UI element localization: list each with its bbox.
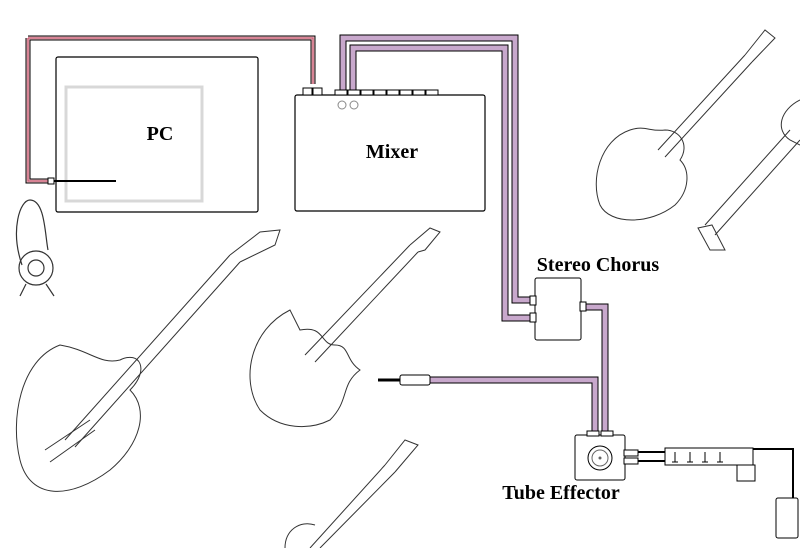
tube-effector: Tube Effector xyxy=(502,430,639,504)
stratocaster-guitar-icon xyxy=(249,227,441,428)
tube-label: Tube Effector xyxy=(502,482,620,504)
sg-guitar-icon xyxy=(697,99,800,251)
pc-label: PC xyxy=(147,123,174,145)
bass-guitar-icon xyxy=(15,229,281,492)
telecaster-guitar-icon xyxy=(284,439,419,548)
headphones-icon xyxy=(15,199,55,297)
les-paul-guitar-icon xyxy=(595,29,776,221)
guitar-cable-plug-icon xyxy=(378,374,431,386)
mixer: Mixer xyxy=(294,87,486,212)
stereo-chorus: Stereo Chorus xyxy=(529,254,660,341)
pc: PC xyxy=(47,56,259,213)
pc-mixer-cable xyxy=(25,35,316,184)
mixer-label: Mixer xyxy=(366,141,418,163)
microphone-cable-icon xyxy=(638,447,799,539)
chorus-label: Stereo Chorus xyxy=(537,254,660,276)
